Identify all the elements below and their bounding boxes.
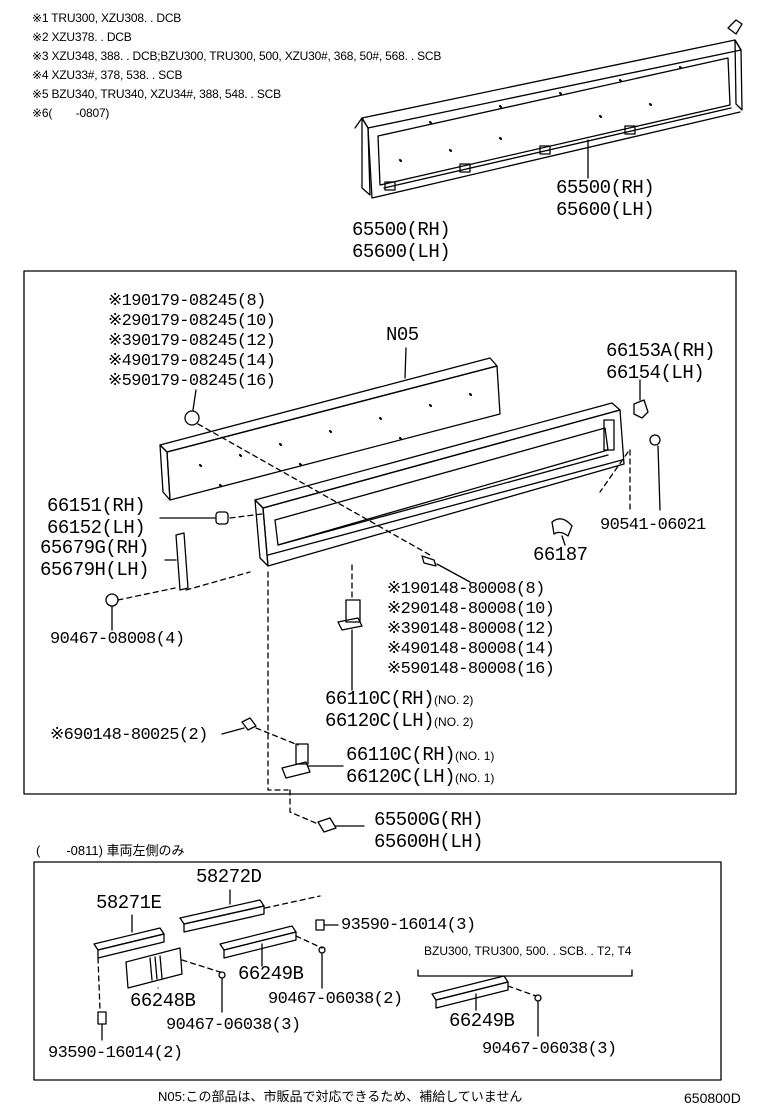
label-strap-65679[interactable]: 65679G(RH) 65679H(LH)	[40, 537, 150, 581]
bolt-65500g-illustration	[317, 817, 337, 833]
note-line: ※4 XZU33#, 378, 538. . SCB	[32, 68, 183, 82]
part-number-lh[interactable]: 65679H(LH)	[40, 559, 150, 581]
part-number-lh[interactable]: 66154(LH)	[606, 362, 705, 384]
tag-66248b-illustration	[125, 947, 226, 1013]
label-fastener-66151[interactable]: 66151(RH) 66152(LH)	[47, 495, 146, 539]
note-line: ※5 BZU340, TRU340, XZU34#, 388, 548. . S…	[32, 87, 281, 101]
part-number-rh[interactable]: 65500G(RH)	[374, 809, 484, 831]
rail-58272d-illustration	[179, 889, 321, 933]
label-clip-66187[interactable]: 66187	[533, 544, 588, 566]
bracket-66153-illustration	[633, 399, 649, 419]
bolt-90179-illustration	[184, 410, 200, 426]
label-rail-58271e[interactable]: 58271E	[96, 892, 162, 914]
variant-applicability-note: BZU300, TRU300, 500. . SCB. . T2, T4	[424, 944, 632, 958]
part-number[interactable]: ※590179-08245(16)	[108, 372, 276, 391]
main-group-frame	[23, 270, 737, 795]
label-plate-66249b-b[interactable]: 66249B	[449, 1010, 515, 1032]
part-number[interactable]: ※290179-08245(10)	[108, 312, 276, 331]
screw-93590-a-illustration	[315, 919, 325, 931]
hinge-no1-illustration	[267, 571, 344, 791]
label-bolt-90148-80008[interactable]: ※190148-80008(8) ※290148-80008(10) ※3901…	[387, 580, 555, 680]
part-number[interactable]: ※390148-80008(12)	[387, 620, 555, 639]
sub-box-frame	[33, 861, 722, 1081]
label-rail-58272d[interactable]: 58272D	[196, 866, 262, 888]
part-number[interactable]: ※490179-08245(14)	[108, 352, 276, 371]
side-frame-illustration	[254, 402, 625, 567]
label-n05[interactable]: N05	[386, 324, 419, 346]
plate-66249b-a-illustration	[219, 925, 326, 989]
part-number-lh[interactable]: 66120C(LH)	[325, 710, 435, 732]
label-tag-66248b[interactable]: 66248B	[130, 990, 196, 1012]
hinge-tag: (NO. 1)	[455, 771, 495, 785]
part-number-rh[interactable]: 66110C(RH)	[346, 744, 456, 766]
sub-box-caption: ( -0811) 車両左側のみ	[36, 843, 185, 858]
label-bolt-65500g[interactable]: 65500G(RH) 65600H(LH)	[374, 809, 484, 853]
part-number-lh[interactable]: 65600(LH)	[352, 241, 451, 263]
note-line: ※1 TRU300, XZU308. . DCB	[32, 11, 182, 25]
screw-90541-illustration	[649, 434, 661, 446]
part-number[interactable]: ※190179-08245(8)	[108, 292, 266, 311]
label-bolt-90148-80025[interactable]: ※690148-80025(2)	[50, 726, 208, 745]
part-number-rh[interactable]: 66110C(RH)	[325, 688, 435, 710]
screw-93590-b-illustration	[97, 1011, 107, 1025]
note-line: ※6( -0807)	[32, 106, 110, 120]
part-number-rh[interactable]: 65500(RH)	[556, 177, 655, 199]
footnote-n05: N05:この部品は、市販品で対応できるため、補給していません	[158, 1089, 523, 1104]
label-screw-90467-c[interactable]: 90467-06038(3)	[482, 1040, 617, 1059]
hinge-tag: (NO. 1)	[455, 749, 495, 763]
part-number-rh[interactable]: 65679G(RH)	[40, 537, 150, 559]
label-screw-90467-a[interactable]: 90467-06038(2)	[268, 990, 403, 1009]
part-number[interactable]: ※290148-80008(10)	[387, 600, 555, 619]
hinge-tag: (NO. 2)	[434, 715, 474, 729]
part-number-lh[interactable]: 66120C(LH)	[346, 766, 456, 788]
strap-65679-illustration	[175, 532, 189, 591]
part-number-lh[interactable]: 65600H(LH)	[374, 831, 484, 853]
part-number-lh[interactable]: 66152(LH)	[47, 517, 146, 539]
part-number-lh[interactable]: 65600(LH)	[556, 199, 655, 221]
note-line: ※3 XZU348, 388. . DCB;BZU300, TRU300, 50…	[32, 49, 442, 63]
n05-board-illustration	[159, 347, 501, 501]
hinge-tag: (NO. 2)	[434, 693, 474, 707]
applicability-notes: ※1 TRU300, XZU308. . DCB ※2 XZU378. . DC…	[32, 9, 441, 123]
bolt-90148-80008-illustration	[421, 555, 437, 567]
label-main-group[interactable]: 65500(RH) 65600(LH)	[352, 219, 451, 263]
label-bracket-66153[interactable]: 66153A(RH) 66154(LH)	[606, 340, 716, 384]
part-number[interactable]: ※490148-80008(14)	[387, 640, 555, 659]
fastener-66151-illustration	[215, 511, 229, 525]
screw-90467-08008-illustration	[105, 593, 119, 607]
top-assembly-illustration	[354, 19, 743, 199]
label-bolt-90179[interactable]: ※190179-08245(8) ※290179-08245(10) ※3901…	[108, 292, 276, 392]
clip-66187-illustration	[551, 518, 573, 537]
part-number[interactable]: ※590148-80008(16)	[387, 660, 555, 679]
label-screw-93590-b[interactable]: 93590-16014(2)	[48, 1044, 183, 1063]
part-number[interactable]: ※390179-08245(12)	[108, 332, 276, 351]
label-hinge-no2[interactable]: 66110C(RH)(NO. 2) 66120C(LH)(NO. 2)	[325, 688, 473, 732]
part-number-rh[interactable]: 65500(RH)	[352, 219, 451, 241]
label-screw-93590-a[interactable]: 93590-16014(3)	[341, 916, 476, 935]
plate-66249b-b-illustration	[431, 975, 542, 1037]
part-number-rh[interactable]: 66153A(RH)	[606, 340, 716, 362]
part-number[interactable]: ※190148-80008(8)	[387, 580, 545, 599]
bolt-90148-80025-illustration	[241, 717, 257, 731]
label-screw-90467-b[interactable]: 90467-06038(3)	[166, 1016, 301, 1035]
hinge-no2-illustration	[337, 564, 363, 691]
label-plate-66249b-a[interactable]: 66249B	[238, 963, 304, 985]
diagram-id: 650800D	[684, 1090, 741, 1106]
label-top-assembly[interactable]: 65500(RH) 65600(LH)	[556, 177, 655, 221]
label-hinge-no1[interactable]: 66110C(RH)(NO. 1) 66120C(LH)(NO. 1)	[346, 744, 494, 788]
label-screw-90467-08008[interactable]: 90467-08008(4)	[50, 630, 185, 649]
part-number-rh[interactable]: 66151(RH)	[47, 495, 146, 517]
note-line: ※2 XZU378. . DCB	[32, 30, 132, 44]
rail-58271e-illustration	[93, 914, 165, 1011]
label-screw-90541[interactable]: 90541-06021	[600, 516, 706, 535]
